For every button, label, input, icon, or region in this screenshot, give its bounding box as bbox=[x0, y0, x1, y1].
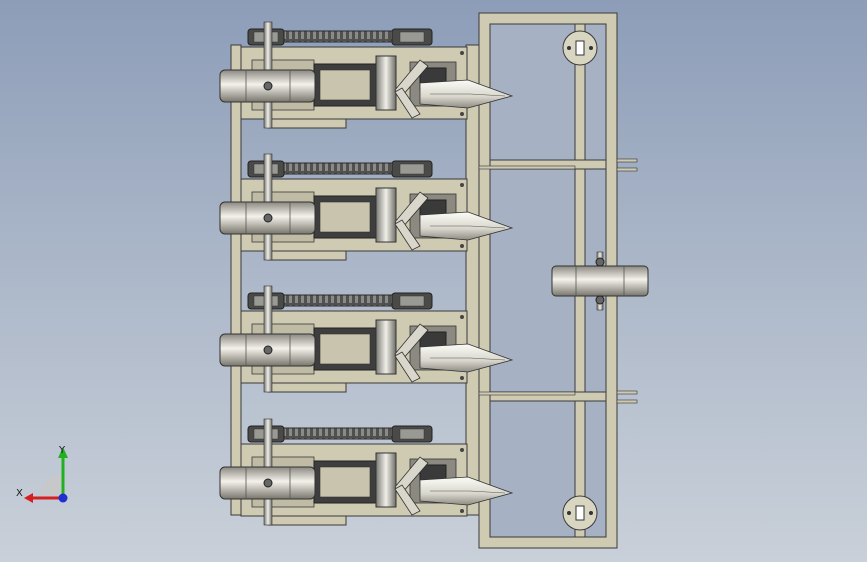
cutting-unit[interactable] bbox=[219, 21, 514, 129]
z-axis-dot bbox=[58, 493, 68, 503]
wheel-hub bbox=[263, 478, 273, 488]
y-axis-arrow bbox=[58, 447, 68, 458]
plate-bolt bbox=[460, 448, 464, 452]
right-sprocket-hub bbox=[399, 163, 425, 175]
right-sprocket-hub bbox=[399, 428, 425, 440]
unit-block-face bbox=[319, 466, 371, 498]
unit-lower-bar bbox=[267, 382, 347, 393]
plate-bolt bbox=[460, 376, 464, 380]
wheel-hub bbox=[263, 81, 273, 91]
right-sprocket-hub bbox=[399, 295, 425, 307]
plate-bolt bbox=[460, 183, 464, 187]
bottom-bearing[interactable] bbox=[562, 495, 598, 531]
cutter-cylinder bbox=[375, 55, 397, 111]
axis-triad[interactable]: Y X bbox=[16, 445, 68, 503]
cutting-unit[interactable] bbox=[219, 285, 514, 393]
cutter-cylinder bbox=[375, 187, 397, 243]
unit-lower-bar bbox=[267, 118, 347, 129]
plate-bolt bbox=[460, 244, 464, 248]
right-frame[interactable] bbox=[478, 12, 649, 549]
blade-edge-line bbox=[430, 225, 506, 229]
cutter-cylinder bbox=[375, 452, 397, 508]
cutting-units bbox=[219, 21, 514, 526]
unit-block-face bbox=[319, 69, 371, 101]
cutter-arm-lower bbox=[394, 351, 421, 383]
blade-edge-line bbox=[430, 93, 506, 97]
cutting-unit[interactable] bbox=[219, 153, 514, 261]
x-axis-label: X bbox=[16, 488, 23, 499]
triad-plane bbox=[39, 474, 63, 498]
y-axis-label: Y bbox=[58, 445, 66, 456]
unit-block-face bbox=[319, 333, 371, 365]
center-drive-wheel[interactable] bbox=[551, 251, 649, 311]
blade-edge-line bbox=[430, 357, 506, 361]
plate-bolt bbox=[460, 509, 464, 513]
unit-block-face bbox=[319, 201, 371, 233]
x-axis-arrow bbox=[24, 493, 33, 503]
wheel-hub bbox=[263, 213, 273, 223]
cutter-arm-lower bbox=[394, 87, 421, 119]
plate-bolt bbox=[460, 51, 464, 55]
cutting-unit[interactable] bbox=[219, 418, 514, 526]
unit-lower-bar bbox=[267, 515, 347, 526]
wheel-hub bbox=[263, 345, 273, 355]
top-bearing[interactable] bbox=[562, 30, 598, 66]
plate-bolt bbox=[460, 315, 464, 319]
cutter-arm-lower bbox=[394, 484, 421, 516]
blade-edge-line bbox=[430, 490, 506, 494]
cutter-cylinder bbox=[375, 319, 397, 375]
right-sprocket-hub bbox=[399, 31, 425, 43]
plate-bolt bbox=[460, 112, 464, 116]
left-rails[interactable] bbox=[230, 44, 576, 516]
cutter-arm-lower bbox=[394, 219, 421, 251]
unit-lower-bar bbox=[267, 250, 347, 261]
